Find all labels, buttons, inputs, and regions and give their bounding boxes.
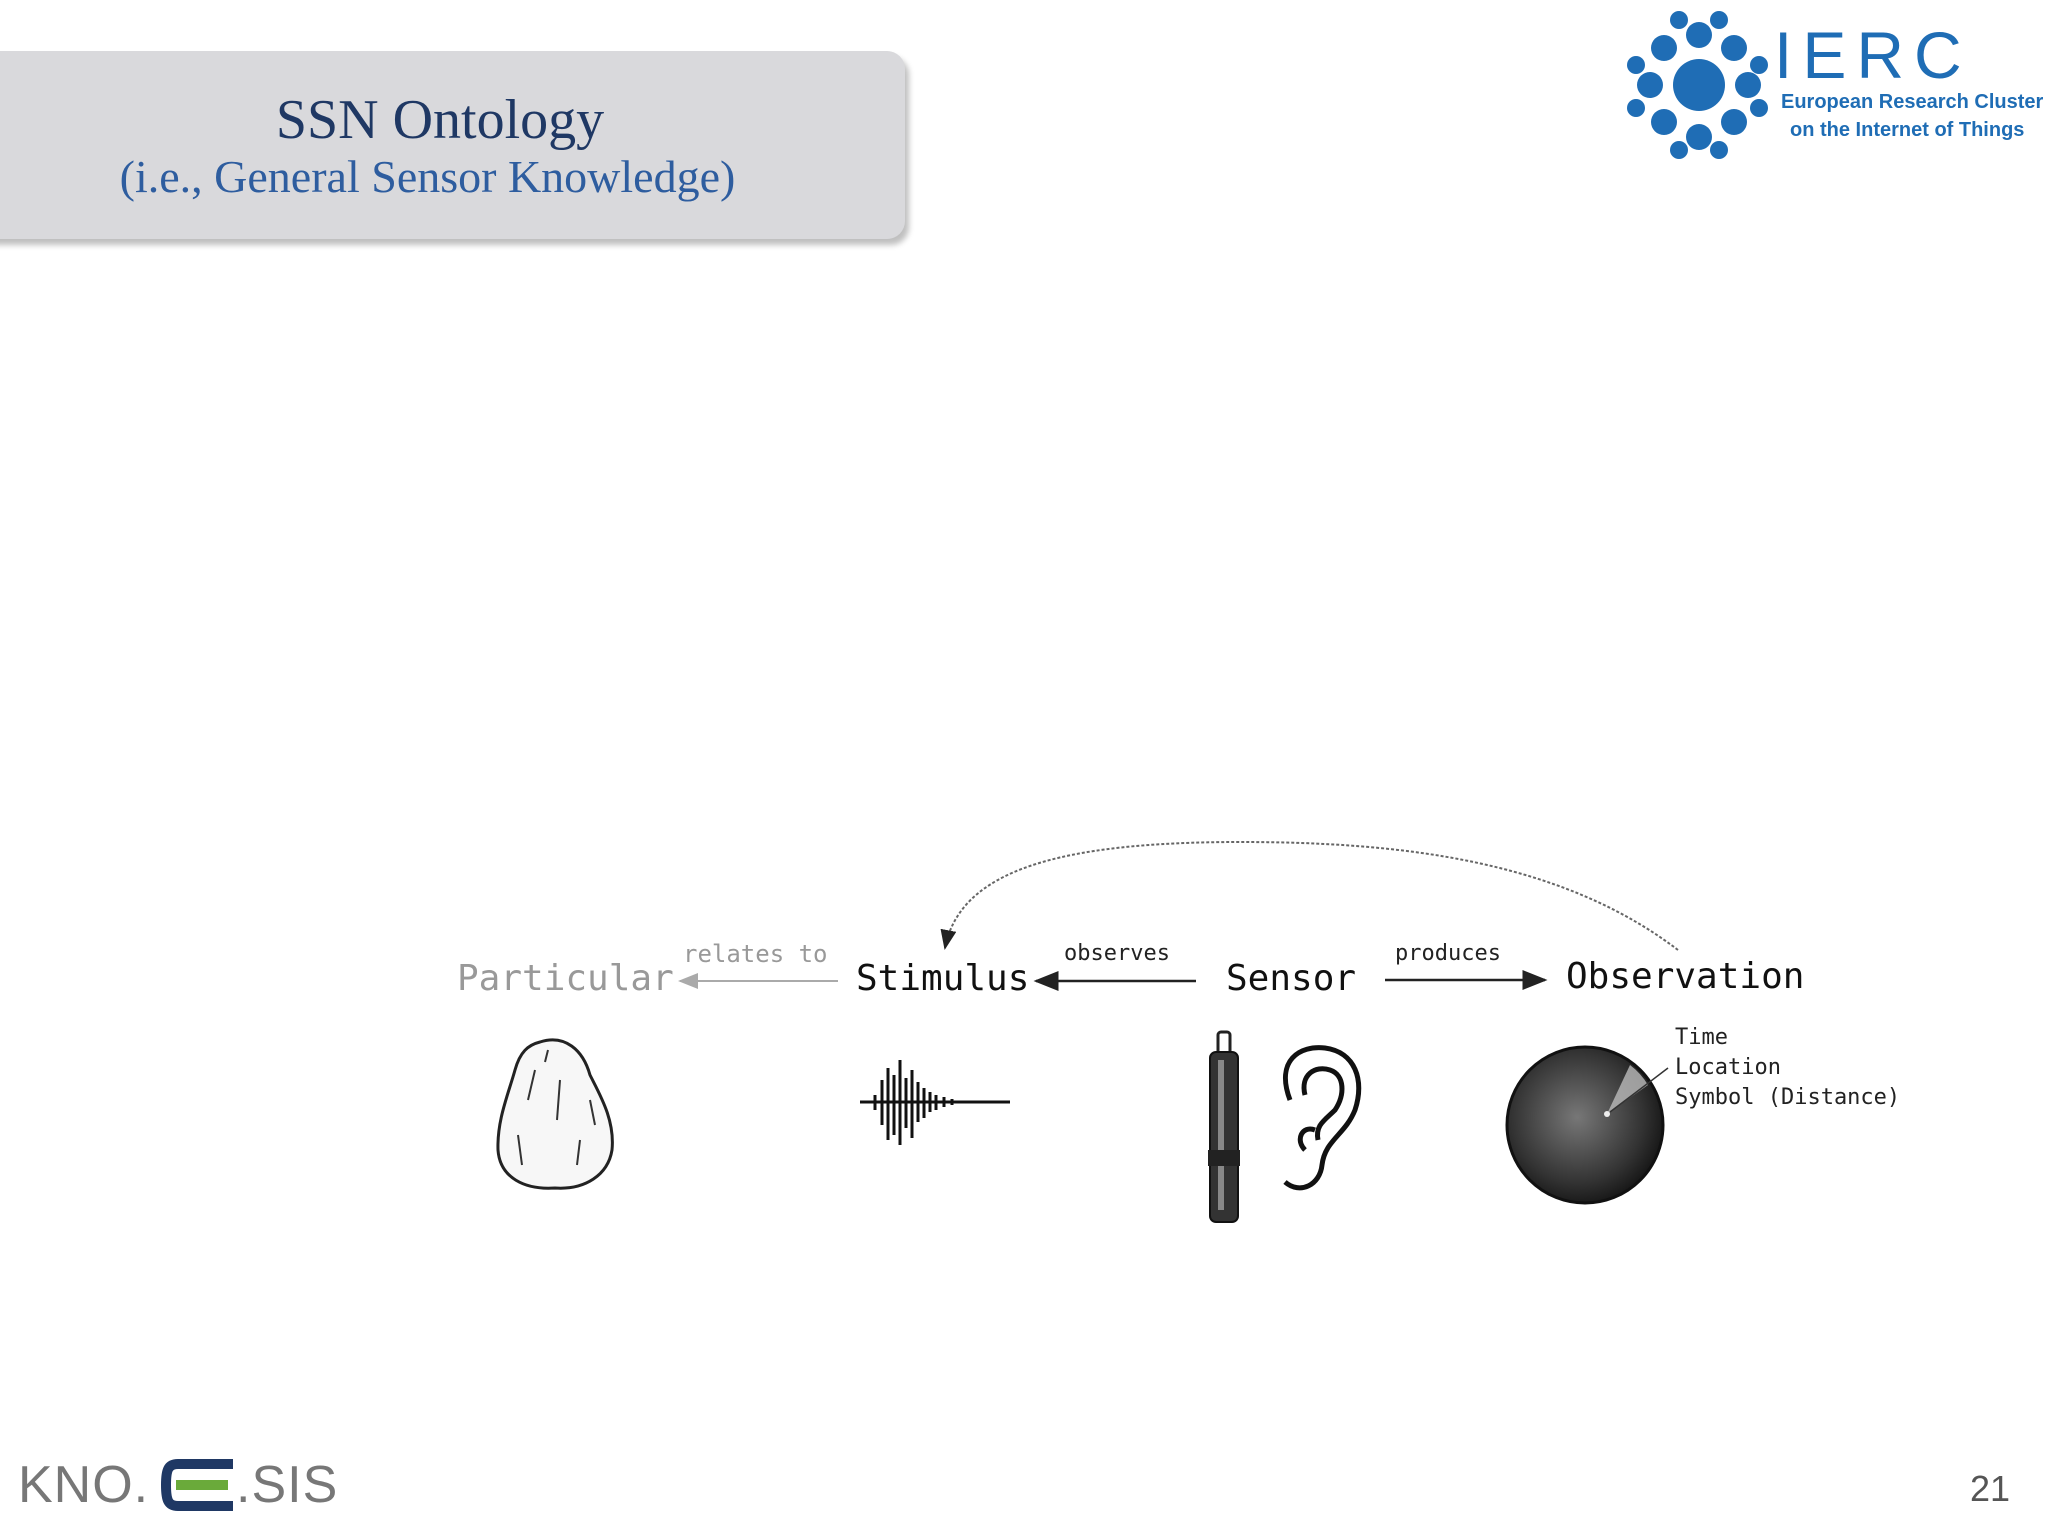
knoesis-logo: KNO. .SIS <box>18 1456 338 1514</box>
slide-subtitle: (i.e., General Sensor Knowledge) <box>119 151 736 202</box>
node-stimulus: Stimulus <box>856 958 1029 999</box>
ierc-line1: European Research Cluster <box>1781 91 2044 113</box>
node-observation: Observation <box>1566 956 1804 997</box>
ierc-molecule-icon <box>1627 11 1768 159</box>
radar-icon <box>1505 1045 1669 1205</box>
slide-title: SSN Ontology <box>275 89 605 151</box>
knoesis-left-text: KNO. <box>18 1456 149 1514</box>
microphone-icon <box>1208 1030 1240 1223</box>
edge-produces: produces <box>1395 941 1501 966</box>
knoesis-e-icon <box>160 1459 233 1511</box>
observation-detail-symbol: Symbol (Distance) <box>1675 1085 1900 1110</box>
ierc-logo: IERC European Research Cluster on the In… <box>1627 11 2044 159</box>
observation-detail-time: Time <box>1675 1025 1728 1050</box>
ierc-line2: on the Internet of Things <box>1790 119 2024 141</box>
rock-icon <box>496 1038 614 1190</box>
node-sensor: Sensor <box>1226 958 1356 999</box>
knoesis-right-text: .SIS <box>236 1456 338 1514</box>
ear-icon <box>1282 1045 1362 1191</box>
edge-relates-to: relates to <box>683 940 828 968</box>
sound-wave-icon <box>860 1060 1010 1145</box>
slide-number: 21 <box>1969 1468 2010 1509</box>
edge-observes: observes <box>1064 941 1170 966</box>
node-particular: Particular <box>457 958 674 999</box>
title-box <box>0 51 905 239</box>
arrow-observation-to-stimulus <box>940 840 1679 951</box>
ierc-name: IERC <box>1774 18 1972 92</box>
observation-detail-location: Location <box>1675 1055 1781 1080</box>
